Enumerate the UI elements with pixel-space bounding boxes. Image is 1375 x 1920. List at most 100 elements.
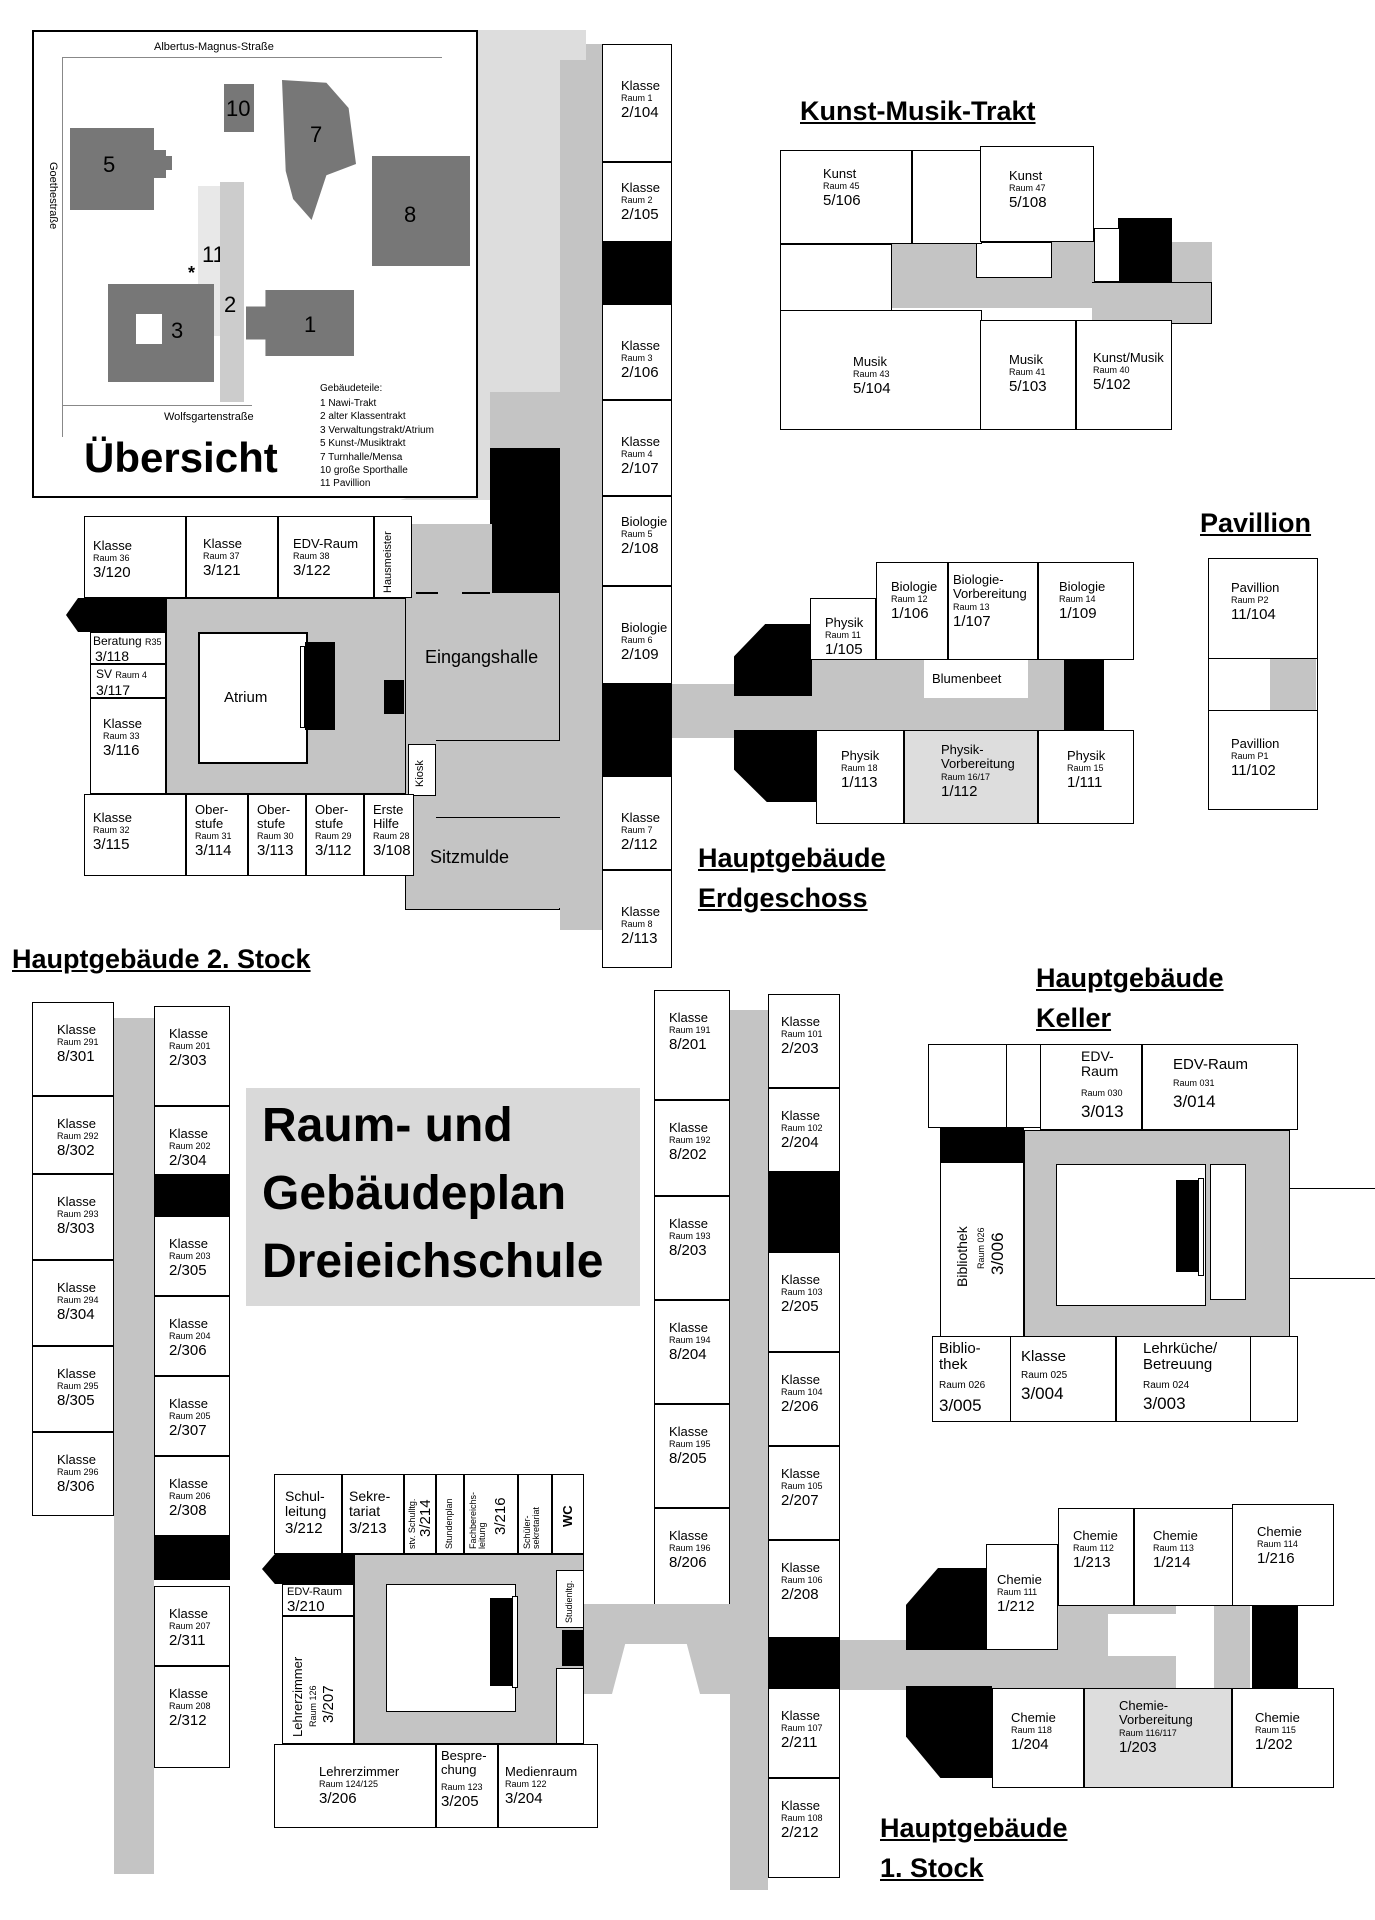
room-3-117[interactable]: SV Raum 4 3/117 xyxy=(90,664,166,698)
room-3-004[interactable]: Klasse Raum 025 3/004 xyxy=(1010,1336,1116,1422)
room-1-111[interactable]: Physik Raum 15 1/111 xyxy=(1038,730,1134,824)
stair-block xyxy=(602,684,672,776)
overview-map: Albertus-Magnus-Straße Goethestraße Wolf… xyxy=(32,30,478,498)
room-3-204[interactable]: Medienraum Raum 122 3/204 xyxy=(498,1744,598,1828)
room-3-006[interactable]: Bibliothek Raum 026 3/006 xyxy=(940,1162,1024,1338)
room-1-106[interactable]: Biologie Raum 12 1/106 xyxy=(876,562,948,660)
room-1-109[interactable]: Biologie Raum 14 1/109 xyxy=(1038,562,1134,660)
room-11-102[interactable]: Pavillion Raum P1 11/102 xyxy=(1208,710,1318,810)
room-3-005[interactable]: Biblio- thek Raum 026 3/005 xyxy=(932,1336,1012,1422)
room-1-214[interactable]: Chemie Raum 113 1/214 xyxy=(1134,1508,1234,1606)
room-5-106[interactable]: Kunst Raum 45 5/106 xyxy=(780,150,912,244)
room-3-206[interactable]: Lehrerzimmer Raum 124/125 3/206 xyxy=(274,1744,436,1828)
room-studienltg[interactable]: Studienltg. xyxy=(556,1570,584,1628)
room-3-207[interactable]: Lehrerzimmer Raum 126 3/207 xyxy=(282,1616,354,1744)
main-title: Raum- und Gebäudeplan Dreieichschule xyxy=(262,1099,604,1288)
room-3-116[interactable]: Klasse Raum 33 3/116 xyxy=(90,698,166,794)
room-5-108[interactable]: Kunst Raum 47 5/108 xyxy=(980,146,1094,242)
room-3-121[interactable]: Klasse Raum 37 3/121 xyxy=(186,516,278,598)
room-3-122[interactable]: EDV-Raum Raum 38 3/122 xyxy=(278,516,374,598)
room-3-120[interactable]: Klasse Raum 36 3/120 xyxy=(84,516,186,598)
street-line-south xyxy=(62,405,252,406)
room-1-203[interactable]: Chemie- Vorbereitung Raum 116/117 1/203 xyxy=(1084,1688,1232,1788)
room-3-205[interactable]: Bespre- chung Raum 123 3/205 xyxy=(436,1744,498,1828)
room-1-204[interactable]: Chemie Raum 118 1/204 xyxy=(992,1688,1084,1788)
room-1-112[interactable]: Physik- Vorbereitung Raum 16/17 1/112 xyxy=(904,730,1038,824)
room-3-213[interactable]: Sekre- tariat 3/213 xyxy=(342,1474,404,1554)
room-5-102[interactable]: Kunst/Musik Raum 40 5/102 xyxy=(1076,320,1172,430)
room-schuelersekretariat[interactable]: Schüler- sekretariat xyxy=(518,1474,552,1554)
room-1-113[interactable]: Physik Raum 18 1/113 xyxy=(816,730,904,824)
room-1-105[interactable]: Physik Raum 11 1/105 xyxy=(810,598,876,660)
room-11-104[interactable]: Pavillion Raum P2 11/104 xyxy=(1208,558,1318,660)
blumenbeet: Blumenbeet xyxy=(924,660,1028,698)
room-wc[interactable]: WC xyxy=(552,1474,584,1554)
kunst-small-1 xyxy=(1094,228,1120,282)
eg-corridor-bottom xyxy=(560,870,602,930)
room-1-212[interactable]: Chemie Raum 111 1/212 xyxy=(986,1544,1058,1650)
room-1-216[interactable]: Chemie Raum 114 1/216 xyxy=(1232,1504,1334,1606)
room-5-104[interactable]: Musik Raum 43 5/104 xyxy=(780,310,982,430)
room-1-107[interactable]: Biologie- Vorbereitung Raum 13 1/107 xyxy=(948,562,1038,660)
room-5-103[interactable]: Musik Raum 41 5/103 xyxy=(980,320,1076,430)
room-3-212[interactable]: Schul- leitung 3/212 xyxy=(274,1474,342,1554)
room-3-013[interactable]: EDV- Raum Raum 030 3/013 xyxy=(1040,1044,1142,1130)
room-3-216[interactable]: Fachbereichs- leitung 3/216 xyxy=(464,1474,518,1554)
kiosk-label: Kiosk xyxy=(414,760,426,787)
room-stundenplan[interactable]: Stundenplan xyxy=(436,1474,464,1554)
room-1-213[interactable]: Chemie Raum 112 1/213 xyxy=(1058,1508,1134,1606)
room-3-210[interactable]: EDV-Raum 3/210 xyxy=(282,1584,354,1616)
room-3-118[interactable]: Beratung R35 3/118 xyxy=(90,632,166,664)
kunst-room-blank xyxy=(912,150,982,244)
room-3-214[interactable]: stv. Schulltg. 3/214 xyxy=(404,1474,436,1554)
hausmeister-room[interactable]: Hausmeister xyxy=(374,516,412,598)
keller-bottom-end xyxy=(1250,1336,1298,1422)
room-3-003[interactable]: Lehrküche/ Betreuung Raum 024 3/003 xyxy=(1116,1336,1252,1422)
keller-right-line1 xyxy=(1290,1188,1375,1189)
room-3-014[interactable]: EDV-Raum Raum 031 3/014 xyxy=(1142,1044,1298,1130)
room-1-202[interactable]: Chemie Raum 115 1/202 xyxy=(1232,1688,1334,1788)
